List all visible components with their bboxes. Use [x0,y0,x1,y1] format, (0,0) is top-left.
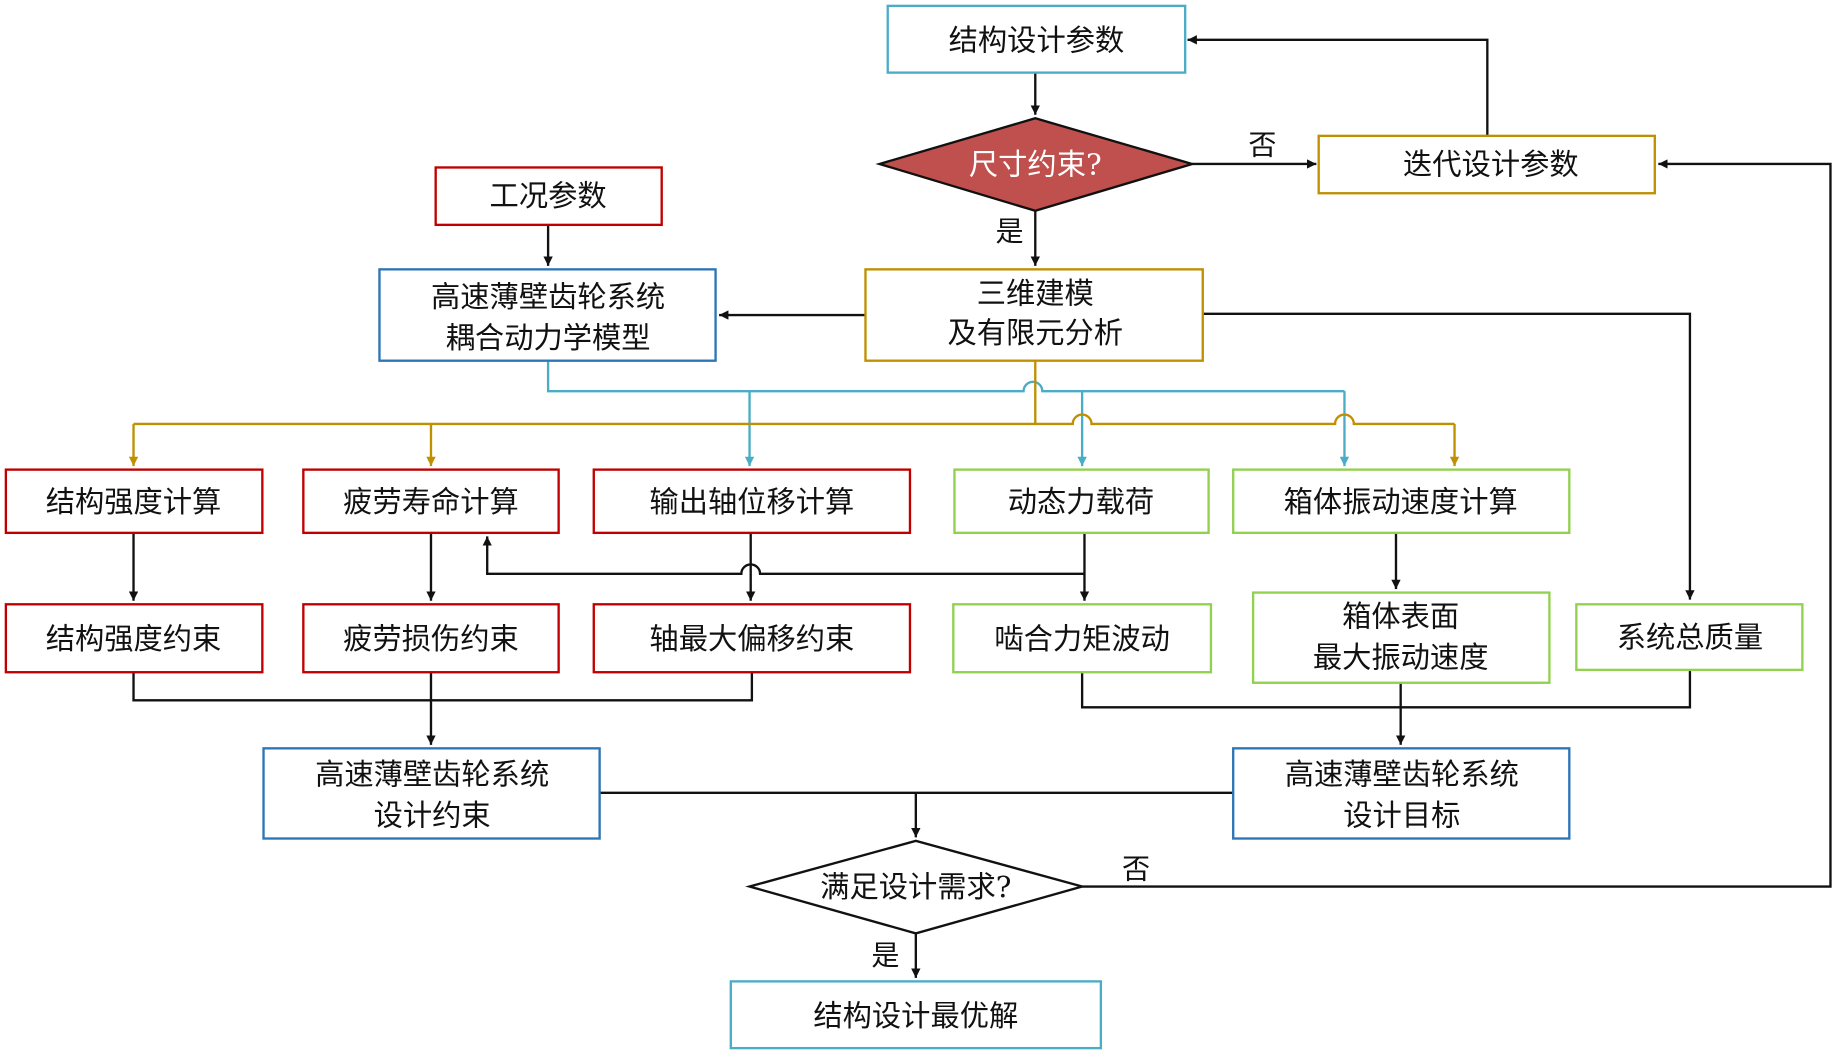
svg-text:结构设计最优解: 结构设计最优解 [813,999,1018,1033]
node-design-objectives: 高速薄壁齿轮系统 设计目标 [1232,747,1571,840]
node-housing-max-vibration: 箱体表面 最大振动速度 [1251,591,1551,684]
arrow-iterate-to-params [1187,35,1489,136]
left-constraint-bus [132,672,754,702]
node-system-total-mass: 系统总质量 [1575,603,1804,672]
label-size-no: 否 [1248,129,1276,162]
svg-text:最大振动速度: 最大振动速度 [1313,641,1489,675]
node-fatigue-damage-constraint: 疲劳损伤约束 [302,603,560,674]
svg-text:设计约束: 设计约束 [374,799,491,833]
node-fatigue-life-calc: 疲劳寿命计算 [302,468,560,535]
node-strength-calc: 结构强度计算 [4,468,264,535]
svg-text:满足设计需求?: 满足设计需求? [820,870,1011,904]
arrow-dynamic-load-to-fatigue-calc [482,536,1085,576]
node-structural-design-params: 结构设计参数 [886,4,1187,74]
decision-meets-requirements: 满足设计需求? [745,839,1087,935]
svg-text:结构设计参数: 结构设计参数 [949,23,1125,57]
node-coupled-dynamics-model: 高速薄壁齿轮系统 耦合动力学模型 [378,268,717,362]
svg-text:结构强度约束: 结构强度约束 [46,622,222,656]
svg-text:及有限元分析: 及有限元分析 [947,316,1123,350]
svg-text:箱体表面: 箱体表面 [1342,600,1459,634]
node-shaft-displacement-calc: 输出轴位移计算 [592,468,912,535]
svg-text:输出轴位移计算: 输出轴位移计算 [649,485,854,519]
svg-text:迭代设计参数: 迭代设计参数 [1403,147,1579,181]
node-shaft-offset-constraint: 轴最大偏移约束 [592,603,912,674]
decision-size-constraint: 尺寸约束? [875,117,1197,213]
svg-text:耦合动力学模型: 耦合动力学模型 [446,321,651,355]
svg-text:轴最大偏移约束: 轴最大偏移约束 [649,622,854,656]
svg-text:高速薄壁齿轮系统: 高速薄壁齿轮系统 [1285,758,1519,792]
svg-text:动态力载荷: 动态力载荷 [1008,485,1154,519]
svg-text:工况参数: 工况参数 [490,179,607,213]
svg-text:结构强度计算: 结构强度计算 [46,485,222,519]
arrow-fem-to-mass [1202,312,1695,600]
node-mesh-torque-fluctuation: 啮合力矩波动 [952,603,1213,674]
svg-text:设计目标: 设计目标 [1343,799,1460,833]
right-objective-bus [1080,669,1692,709]
node-design-constraints: 高速薄壁齿轮系统 设计约束 [262,747,601,840]
node-housing-vibration-calc: 箱体振动速度计算 [1232,468,1571,535]
svg-text:疲劳寿命计算: 疲劳寿命计算 [343,485,519,519]
svg-text:尺寸约束?: 尺寸约束? [969,147,1102,181]
svg-text:三维建模: 三维建模 [977,276,1094,310]
node-working-condition-params: 工况参数 [434,166,663,227]
label-decision-yes: 是 [871,939,899,972]
node-dynamic-load: 动态力载荷 [953,468,1210,535]
node-optimal-solution: 结构设计最优解 [729,980,1103,1050]
label-size-yes: 是 [995,215,1023,248]
node-strength-constraint: 结构强度约束 [4,603,264,674]
svg-text:系统总质量: 系统总质量 [1617,621,1763,655]
label-decision-no: 否 [1122,852,1150,885]
node-fem-analysis: 三维建模 及有限元分析 [864,268,1204,362]
connectors [128,35,1832,978]
svg-text:高速薄壁齿轮系统: 高速薄壁齿轮系统 [315,758,549,792]
svg-text:啮合力矩波动: 啮合力矩波动 [994,622,1170,656]
svg-text:疲劳损伤约束: 疲劳损伤约束 [343,622,519,656]
gold-bus [133,413,1455,426]
arrow-decision-no-to-iterate [1082,159,1832,888]
svg-text:高速薄壁齿轮系统: 高速薄壁齿轮系统 [431,280,665,314]
svg-text:箱体振动速度计算: 箱体振动速度计算 [1284,485,1518,519]
node-iterate-design-params: 迭代设计参数 [1317,134,1656,195]
blue-bus [546,360,1345,393]
